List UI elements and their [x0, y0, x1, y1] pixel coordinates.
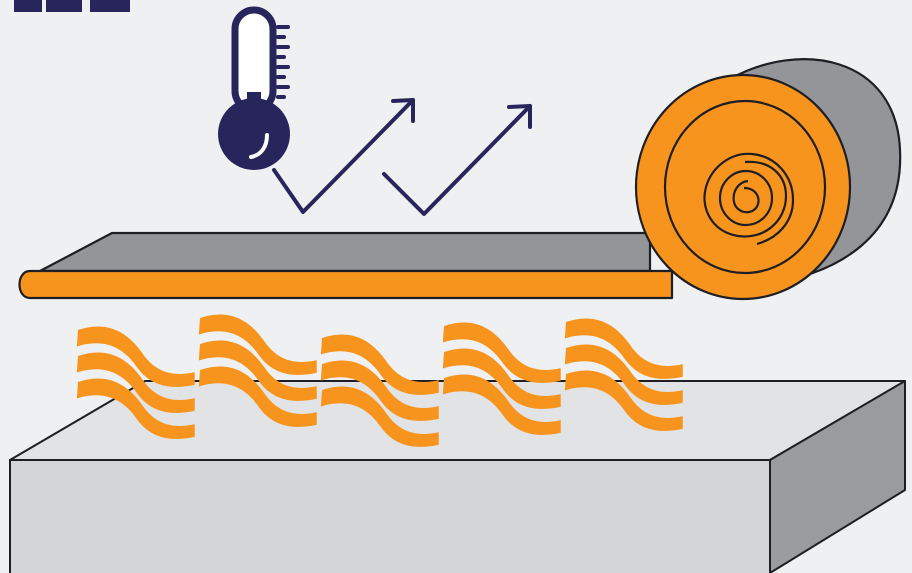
- block-front-face: [10, 460, 770, 573]
- logo-fragment: [14, 0, 130, 12]
- roll-face-orange: [636, 75, 850, 299]
- sheet-gray-top: [40, 233, 650, 271]
- sheet-orange-edge: [20, 271, 673, 298]
